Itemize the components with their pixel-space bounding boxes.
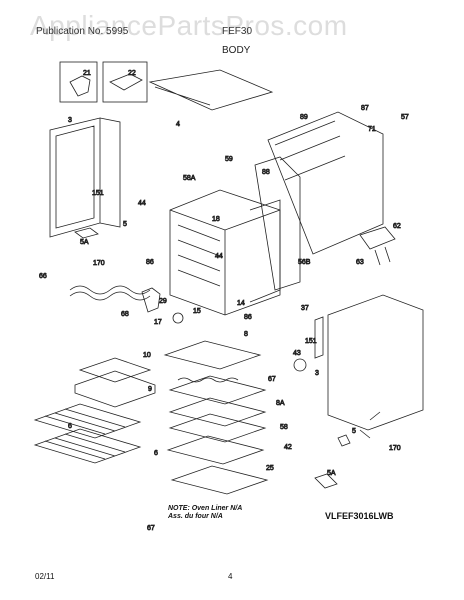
callout-66: 66 (39, 273, 47, 280)
part-22-box (102, 61, 148, 103)
callout-44-mid: 44 (215, 253, 223, 260)
hinge-parts-lower (314, 411, 381, 489)
callout-58a: 58A (183, 175, 196, 182)
bracket-151 (314, 316, 324, 359)
callout-42: 42 (284, 444, 292, 451)
oven-bottom-stack (163, 340, 269, 495)
side-panel-3 (327, 294, 424, 431)
callout-5a-bottom: 5A (327, 470, 336, 477)
model-number: FEF30 (222, 26, 253, 37)
footer-date: 02/11 (35, 572, 55, 581)
broiler-pan-9-10 (74, 357, 156, 408)
callout-21: 21 (83, 70, 91, 77)
callout-71: 71 (368, 126, 376, 133)
top-panel-4 (148, 69, 274, 111)
callout-56b: 56B (298, 259, 311, 266)
callout-5-top: 5 (123, 221, 127, 228)
knob-15 (172, 312, 184, 324)
callout-22: 22 (128, 70, 136, 77)
oven-racks-6 (33, 403, 142, 464)
callout-15: 15 (193, 308, 201, 315)
callout-10: 10 (143, 352, 151, 359)
callout-8a: 8A (276, 400, 285, 407)
watermark: AppliancePartsPros.com (30, 10, 348, 41)
callout-17: 17 (154, 319, 162, 326)
part-21-box (59, 61, 98, 103)
note-line-1: NOTE: Oven Liner N/A (168, 505, 243, 512)
callout-63: 63 (356, 259, 364, 266)
oven-liner-note: NOTE: Oven Liner N/A Ass. du four N/A (168, 505, 242, 521)
callout-87: 87 (361, 105, 369, 112)
callout-86-top: 86 (146, 259, 154, 266)
page-header: AppliancePartsPros.com Publication No. 5… (0, 0, 464, 60)
side-panel-56b (254, 156, 301, 291)
terminal-block-62 (359, 226, 396, 266)
callout-57: 57 (401, 114, 409, 121)
hinge-5a (74, 227, 99, 239)
rear-panel-71 (267, 111, 384, 255)
callout-18: 18 (212, 216, 220, 223)
model-code: VLFEF3016LWB (325, 511, 394, 521)
sensor-29 (141, 287, 161, 313)
callout-170-top: 170 (93, 260, 105, 267)
callout-25: 25 (266, 465, 274, 472)
broil-element-66 (69, 285, 151, 301)
callout-3-top: 3 (68, 117, 72, 124)
callout-62: 62 (393, 223, 401, 230)
oven-body (169, 189, 281, 316)
callout-88: 88 (262, 169, 270, 176)
callout-9: 9 (148, 386, 152, 393)
callout-151-door: 151 (92, 190, 104, 197)
callout-37: 37 (301, 305, 309, 312)
callout-8: 8 (244, 331, 248, 338)
callout-5a-top: 5A (80, 239, 89, 246)
note-line-2: Ass. du four N/A (168, 513, 223, 520)
callout-14: 14 (237, 300, 245, 307)
callout-58: 58 (280, 424, 288, 431)
oven-door-3 (49, 117, 121, 238)
callout-151-side: 151 (305, 338, 317, 345)
callout-68: 68 (121, 311, 129, 318)
callout-43: 43 (293, 350, 301, 357)
section-title: BODY (222, 45, 251, 56)
callout-170-bottom: 170 (389, 445, 401, 452)
callout-86-mid: 86 (244, 314, 252, 321)
callout-5-bottom: 5 (352, 428, 356, 435)
part-43 (293, 358, 307, 372)
publication-number: Publication No. 5995 (36, 26, 129, 37)
callout-44-top: 44 (138, 200, 146, 207)
callout-59: 59 (225, 156, 233, 163)
callout-89: 89 (300, 114, 308, 121)
callout-67-bottom: 67 (147, 525, 155, 532)
callout-29: 29 (159, 298, 167, 305)
callout-6-top: 6 (68, 423, 72, 430)
callout-4: 4 (176, 121, 180, 128)
callout-6-bottom: 6 (154, 450, 158, 457)
callout-3-side: 3 (315, 370, 319, 377)
footer-page-number: 4 (228, 572, 233, 581)
callout-67-mid: 67 (268, 376, 276, 383)
